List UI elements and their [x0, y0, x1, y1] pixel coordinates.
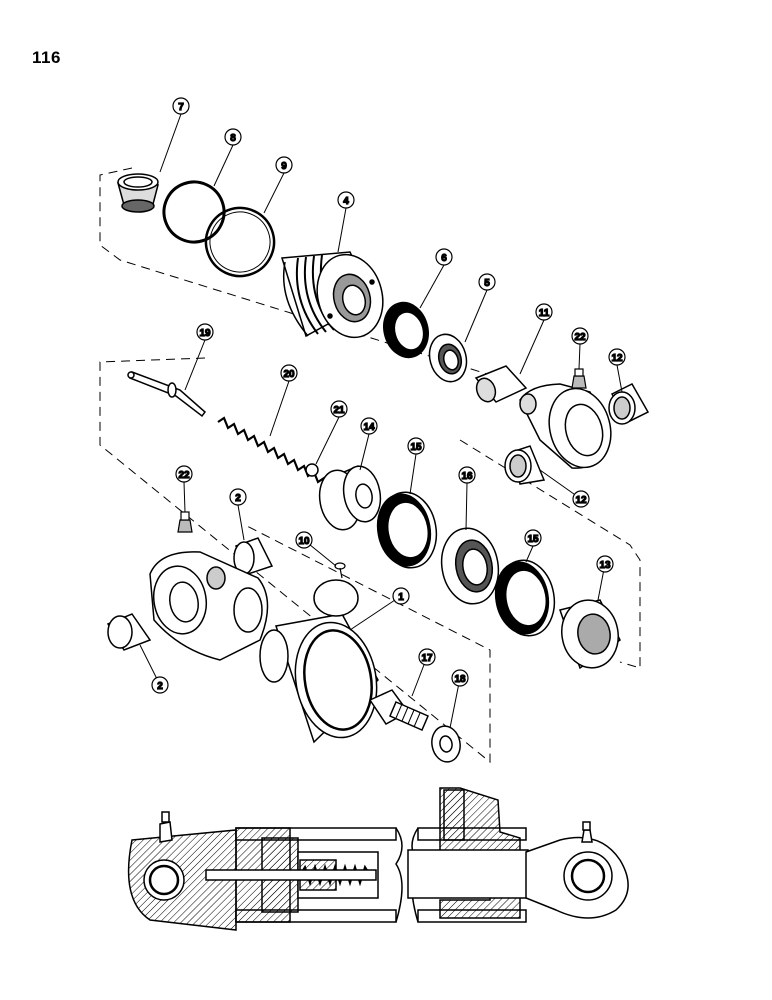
svg-text:12: 12 [575, 495, 587, 506]
svg-text:15: 15 [527, 534, 539, 545]
callout-7: 7 [172, 97, 190, 115]
assembled-cross-section [127, 787, 629, 931]
section-grease-fitting [159, 821, 173, 843]
callout-2-lower: 2 [151, 676, 169, 694]
callout-15-upper: 15 [407, 437, 425, 455]
part-6-seal [383, 301, 429, 359]
part-17-bolt [368, 689, 429, 731]
section-piston-rod [407, 849, 529, 899]
callout-2-upper: 2 [229, 488, 247, 506]
svg-text:20: 20 [283, 369, 295, 380]
part-15-seal-lower [494, 559, 556, 637]
svg-text:10: 10 [298, 536, 310, 547]
callout-12-upper: 12 [608, 348, 626, 366]
part-15-seal-upper [376, 491, 438, 569]
svg-text:21: 21 [333, 405, 345, 416]
part-9-backup-ring [204, 206, 276, 278]
callout-9: 9 [275, 156, 293, 174]
callout-16: 16 [458, 466, 476, 484]
part-2-bushing-lower [106, 613, 152, 651]
svg-text:1: 1 [398, 592, 404, 603]
part-12-bushing-upper [608, 383, 650, 425]
callout-17: 17 [418, 648, 436, 666]
part-22-grease-fitting-upper [571, 368, 587, 389]
callout-22-lower: 22 [175, 465, 193, 483]
part-5-wiper [428, 333, 468, 383]
svg-text:6: 6 [441, 253, 447, 264]
part-21-ball [305, 463, 319, 477]
svg-text:18: 18 [454, 674, 466, 685]
callout-6: 6 [435, 248, 453, 266]
svg-text:17: 17 [421, 653, 433, 664]
section-rod-eye-fitting [581, 829, 593, 843]
part-12-bushing-lower [504, 445, 546, 485]
callout-8: 8 [224, 128, 242, 146]
svg-text:12: 12 [611, 353, 623, 364]
leader-lines [139, 113, 623, 729]
group-outline-upper [99, 167, 501, 379]
part-22-grease-fitting-lower [177, 511, 193, 533]
callout-21: 21 [330, 400, 348, 418]
callout-19: 19 [196, 323, 214, 341]
part-8-o-ring [162, 180, 226, 244]
svg-text:7: 7 [178, 102, 184, 113]
part-14-piston [318, 465, 382, 531]
part-7-bushing [117, 173, 159, 213]
svg-text:8: 8 [230, 133, 236, 144]
part-10-screw [334, 562, 346, 579]
svg-text:15: 15 [410, 442, 422, 453]
part-4-gland [281, 251, 384, 339]
svg-text:22: 22 [178, 470, 190, 481]
callouts: 7 8 9 4 6 5 11 22 12 19 20 21 14 15 16 1… [151, 97, 626, 694]
section-rod-left [205, 869, 377, 881]
page-number: 116 [32, 48, 61, 67]
part-1-cylinder-tube [259, 579, 379, 744]
part-16-ring [440, 527, 500, 605]
callout-13: 13 [596, 555, 614, 573]
svg-text:9: 9 [281, 161, 287, 172]
svg-text:5: 5 [484, 278, 490, 289]
callout-4: 4 [337, 191, 355, 209]
callout-15-lower: 15 [524, 529, 542, 547]
callout-12-lower: 12 [572, 490, 590, 508]
group-outline-lower [99, 357, 641, 764]
callout-18: 18 [451, 669, 469, 687]
svg-text:19: 19 [199, 328, 211, 339]
svg-text:22: 22 [574, 332, 586, 343]
svg-text:13: 13 [599, 560, 611, 571]
callout-10: 10 [295, 531, 313, 549]
callout-14: 14 [360, 417, 378, 435]
svg-text:2: 2 [157, 681, 163, 692]
svg-text:11: 11 [539, 308, 550, 319]
svg-text:14: 14 [363, 422, 375, 433]
part-13-nut [559, 599, 621, 670]
part-11-rod [474, 365, 528, 403]
svg-text:4: 4 [343, 196, 349, 207]
callout-5: 5 [478, 273, 496, 291]
part-rod-eye [519, 383, 612, 469]
svg-text:16: 16 [461, 471, 473, 482]
callout-22-upper: 22 [571, 327, 589, 345]
callout-11: 11 [535, 303, 553, 321]
part-19-pin [127, 371, 207, 418]
callout-20: 20 [280, 364, 298, 382]
part-cylinder-base-end [149, 551, 269, 661]
callout-1: 1 [392, 587, 410, 605]
part-2-bushing-upper [233, 537, 274, 575]
part-18-washer [431, 725, 461, 763]
svg-text:2: 2 [235, 493, 241, 504]
